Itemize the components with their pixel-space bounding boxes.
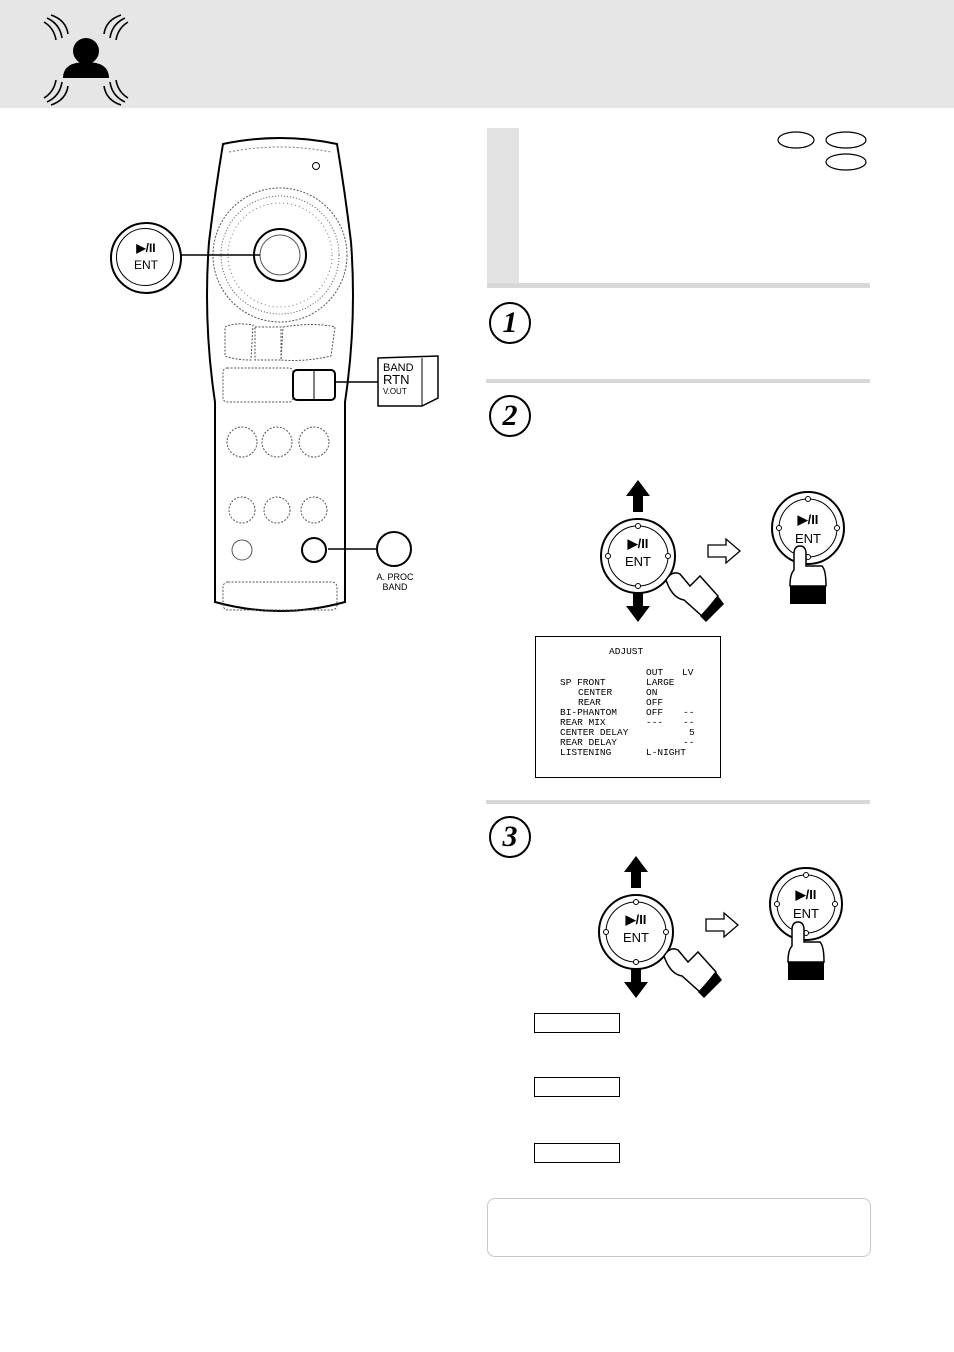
osd-row-lv: 5 bbox=[689, 727, 695, 738]
step3-ent-label: ENT bbox=[623, 930, 649, 945]
option-box-2 bbox=[534, 1077, 620, 1097]
rtn-band-label: BAND bbox=[383, 362, 414, 374]
osd-col-out: OUT bbox=[646, 667, 664, 678]
osd-row-out: LARGE bbox=[646, 677, 675, 688]
osd-row-label: CENTER DELAY bbox=[560, 727, 629, 738]
play-pause-label: ▶/II bbox=[136, 241, 156, 255]
listener-sound-icon bbox=[43, 14, 129, 106]
step-3-number: 3 bbox=[489, 816, 531, 858]
ent-joystick-callout[interactable]: ▶/II ENT bbox=[110, 222, 182, 294]
rtn-button-callout[interactable]: BAND RTN V.OUT bbox=[383, 362, 427, 398]
osd-col-lv: LV bbox=[682, 667, 694, 678]
option-box-1 bbox=[534, 1013, 620, 1033]
step2-ent-label: ENT bbox=[625, 554, 651, 569]
osd-row-label: REAR bbox=[578, 697, 601, 708]
osd-row-out: --- bbox=[646, 717, 664, 728]
step2-ent-press-diagram bbox=[771, 491, 845, 604]
step2-press-play-pause-label: ▶/II bbox=[797, 512, 819, 527]
osd-row-label: REAR MIX bbox=[560, 717, 606, 728]
osd-row-lv: -- bbox=[683, 717, 695, 728]
rtn-label: RTN bbox=[383, 372, 410, 387]
rtn-callout-shape bbox=[334, 355, 439, 407]
header-band bbox=[0, 0, 954, 108]
osd-row-out: OFF bbox=[646, 697, 664, 708]
step-1-divider bbox=[486, 379, 870, 383]
aproc-label: A. PROC bbox=[376, 572, 414, 582]
note-box bbox=[487, 1198, 871, 1257]
remote-control-illustration bbox=[206, 137, 354, 612]
osd-row-out: OFF bbox=[646, 707, 664, 718]
osd-row-out: L-NIGHT bbox=[646, 747, 686, 758]
aproc-callout-lines bbox=[328, 531, 412, 567]
info-box bbox=[487, 128, 870, 288]
osd-row-label: SP FRONT bbox=[560, 677, 606, 688]
ent-label: ENT bbox=[134, 258, 158, 272]
osd-row-out: ON bbox=[646, 687, 658, 698]
info-box-side-bar bbox=[487, 128, 519, 288]
osd-row-label: REAR DELAY bbox=[560, 737, 618, 748]
osd-title: ADJUST bbox=[609, 646, 644, 657]
osd-row-lv: -- bbox=[683, 707, 695, 718]
step3-ent-press-diagram bbox=[769, 867, 843, 980]
step-2-number: 2 bbox=[489, 395, 531, 437]
step3-play-pause-label: ▶/II bbox=[625, 912, 647, 927]
step2-press-ent-label: ENT bbox=[795, 531, 821, 546]
osd-row-lv: -- bbox=[683, 737, 695, 748]
step3-press-ent-label: ENT bbox=[793, 906, 819, 921]
step-2-divider bbox=[486, 800, 870, 804]
aproc-button-callout[interactable]: A. PROC BAND bbox=[362, 572, 428, 592]
step2-joystick-diagram bbox=[600, 480, 724, 622]
step2-play-pause-label: ▶/II bbox=[627, 536, 649, 551]
step-1-number: 1 bbox=[489, 302, 531, 344]
adjust-osd-screen: ADJUST OUT LV SP FRONT LARGE CENTER ON R… bbox=[535, 636, 721, 778]
osd-row-label: BI-PHANTOM bbox=[560, 707, 618, 718]
option-box-3 bbox=[534, 1143, 620, 1163]
aproc-band-label: BAND bbox=[382, 582, 408, 592]
step2-arrow-right-icon bbox=[707, 537, 741, 565]
info-box-bottom-rule bbox=[487, 283, 870, 288]
disc-type-badges bbox=[777, 131, 867, 171]
rtn-vout-label: V.OUT bbox=[383, 387, 407, 396]
osd-row-label: CENTER bbox=[578, 687, 613, 698]
osd-row-label: LISTENING bbox=[560, 747, 612, 758]
step3-press-play-pause-label: ▶/II bbox=[795, 887, 817, 902]
step3-arrow-right-icon bbox=[705, 911, 739, 939]
step3-joystick-diagram bbox=[598, 856, 722, 998]
joystick-callout-lines bbox=[178, 254, 260, 256]
